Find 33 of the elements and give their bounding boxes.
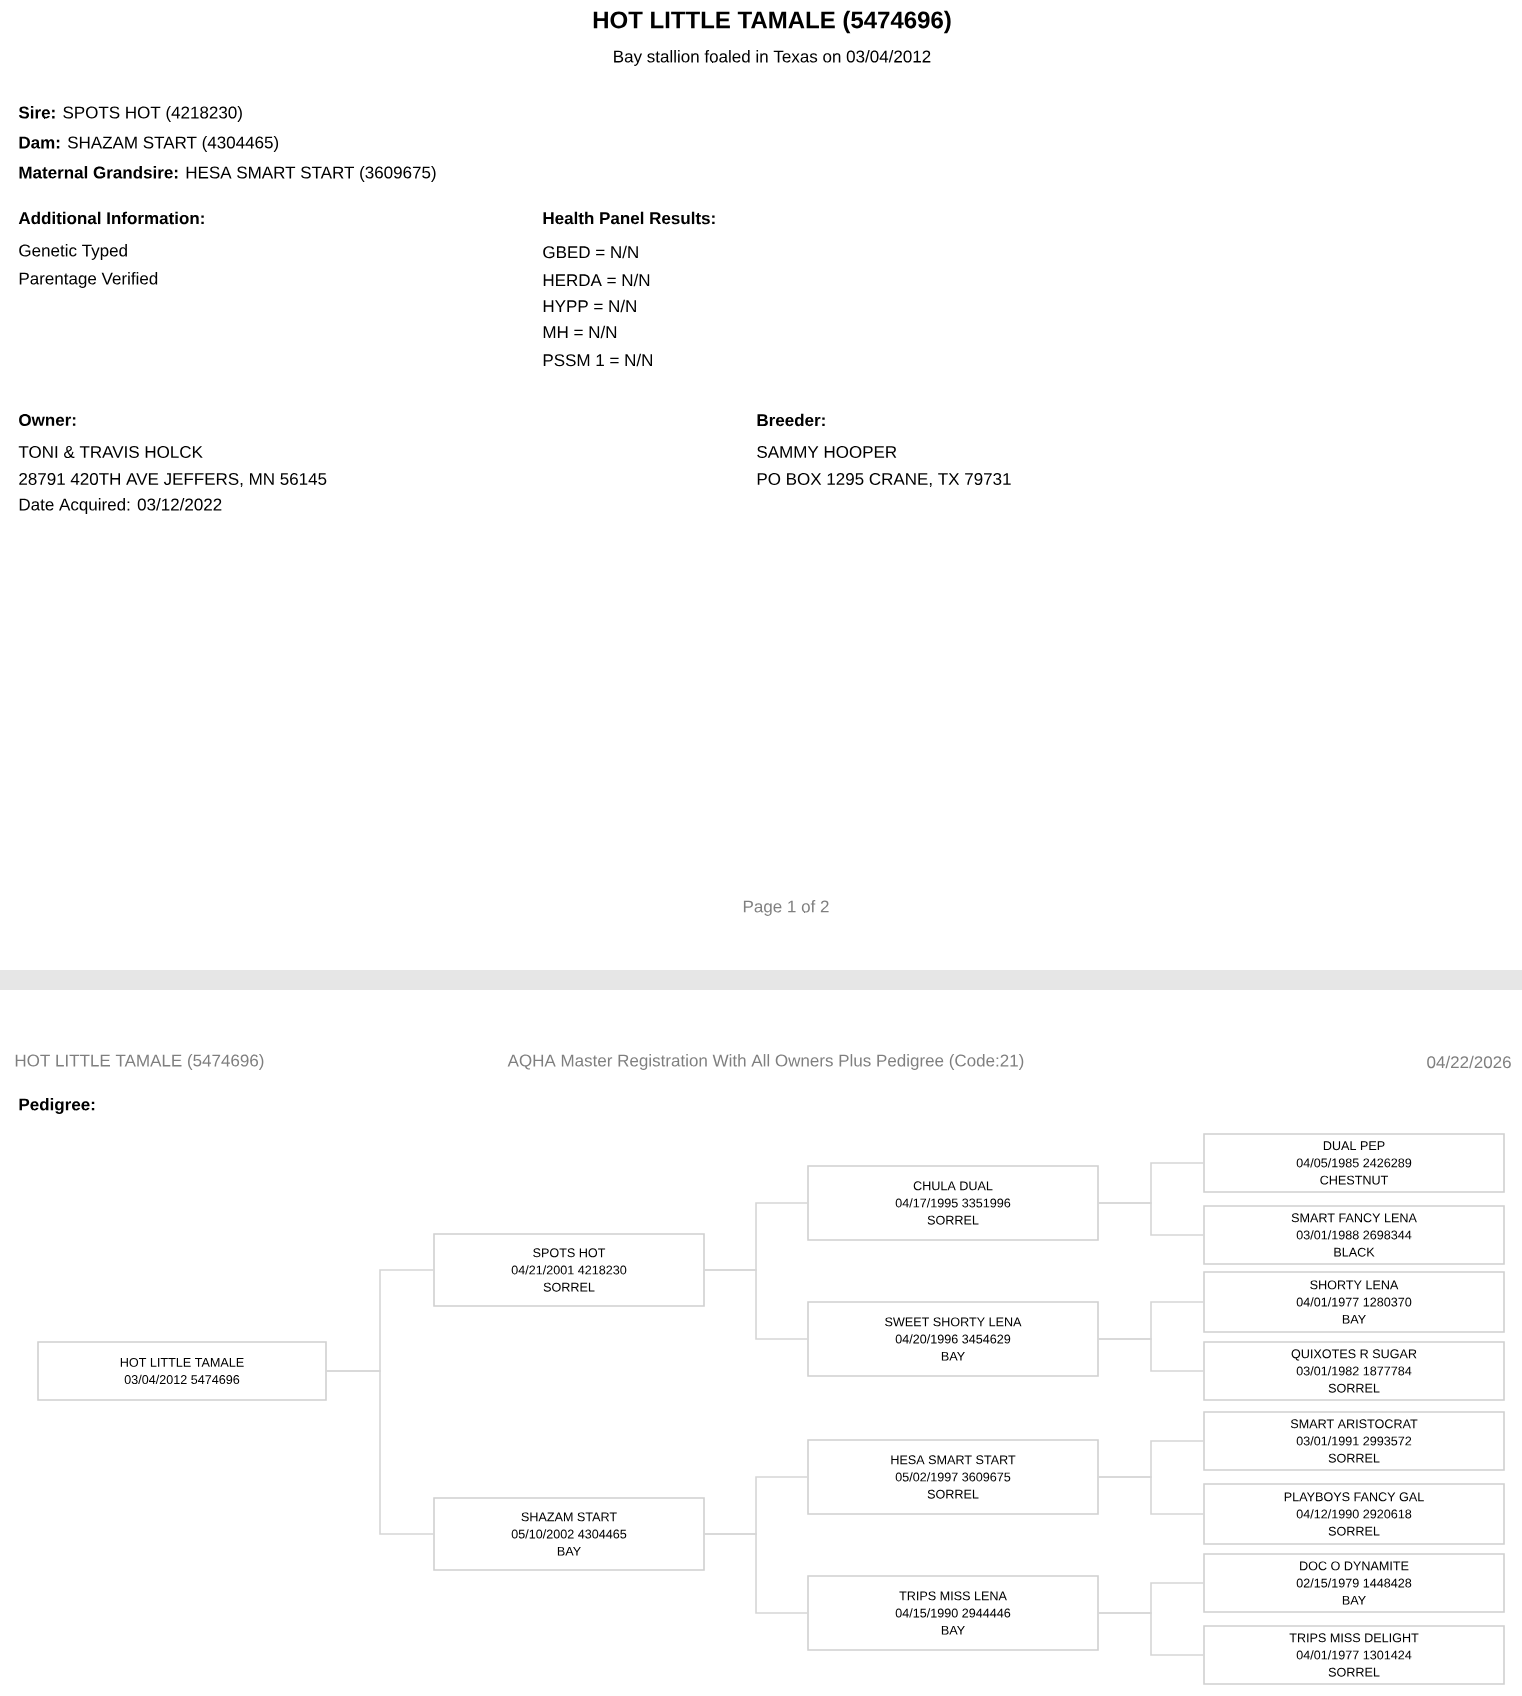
section-heading: Additional Information: <box>18 211 204 225</box>
info-line: Parentage Verified <box>19 272 158 288</box>
info-line: 28791 420TH AVE JEFFERS, MN 56145 <box>19 472 327 487</box>
connector-line <box>1098 1612 1204 1656</box>
section-heading: Pedigree: <box>19 1098 95 1114</box>
info-line: Dam: SHAZAM START (4304465) <box>19 136 279 152</box>
info-line: SAMMY HOOPER <box>757 446 897 458</box>
info-line: PO BOX 1295 CRANE, TX 79731 <box>757 472 1011 487</box>
info-line: TONI & TRAVIS HOLCK <box>18 446 203 458</box>
info-line: HERDA = N/N <box>543 273 650 287</box>
info-line: PSSM 1 = N/N <box>543 353 652 367</box>
info-line: MH = N/N <box>543 325 617 339</box>
connector-line <box>704 1269 808 1340</box>
info-line: Genetic Typed <box>19 244 127 260</box>
connector-line <box>1098 1202 1204 1236</box>
header-text: 04/22/2026 <box>1427 1055 1511 1069</box>
connector-line <box>1098 1338 1204 1372</box>
section-heading: Breeder: <box>757 413 825 427</box>
header-text: AQHA Master Registration With All Owners Plus Pedigree (Code:21) <box>507 1054 1024 1070</box>
header-text: HOT LITTLE TAMALE (5474696) <box>15 1054 264 1070</box>
section-heading: Health Panel Results: <box>543 211 715 225</box>
connector-line <box>326 1370 434 1535</box>
info-line: GBED = N/N <box>543 245 638 259</box>
info-line: Date Acquired: 03/12/2022 <box>19 498 222 514</box>
info-line: Sire: SPOTS HOT (4218230) <box>18 106 242 122</box>
connector-line <box>704 1533 808 1614</box>
info-line: HYPP = N/N <box>543 299 636 313</box>
page-number: Page 1 of 2 <box>743 900 829 916</box>
section-heading: Owner: <box>19 414 76 426</box>
info-line: Maternal Grandsire: HESA SMART START (3609675) <box>19 166 436 182</box>
title: HOT LITTLE TAMALE (5474696) <box>593 10 951 34</box>
connector-line <box>1098 1476 1204 1515</box>
subtitle: Bay stallion foaled in Texas on 03/04/2012 <box>614 50 931 66</box>
